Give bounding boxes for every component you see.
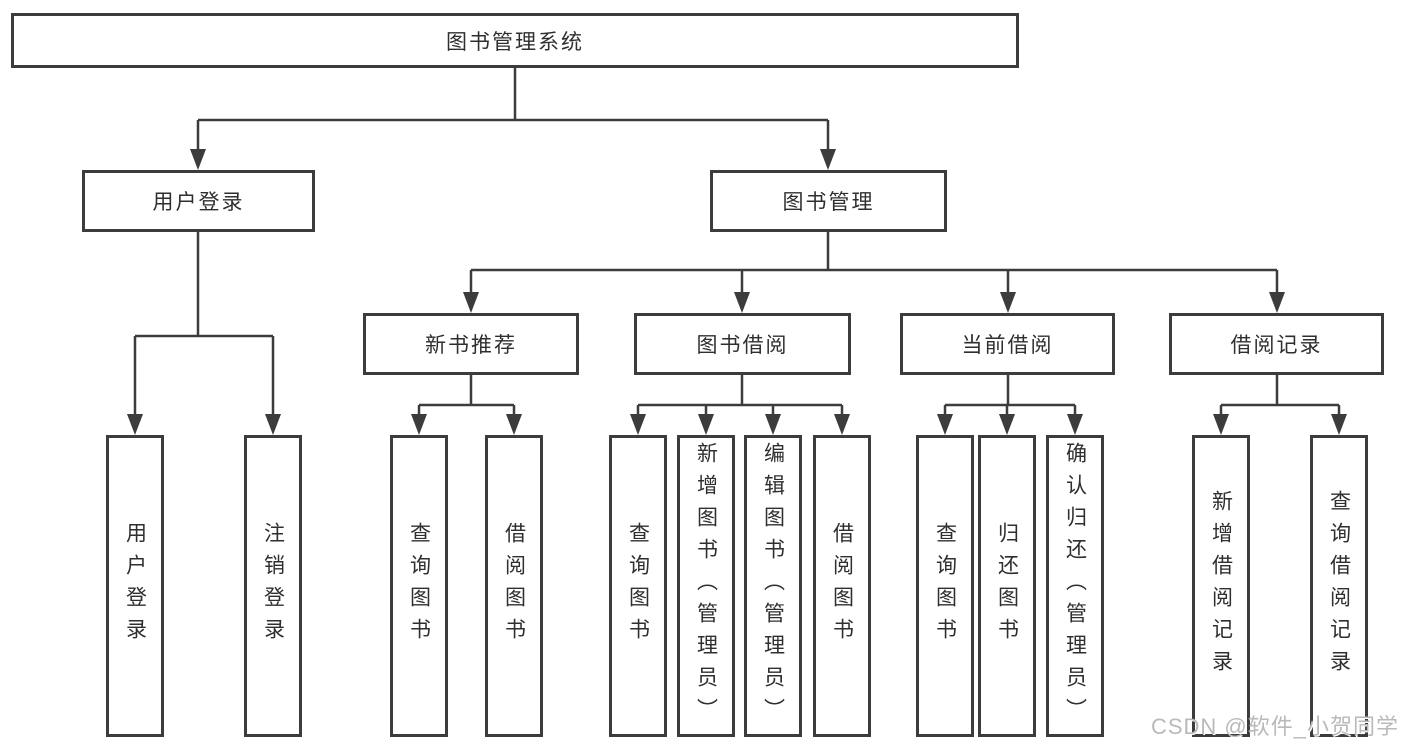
node-label: 新书推荐 [425,334,517,357]
node-leaf-borrow-books-2: 借阅图书 [813,435,871,737]
node-user-login: 用户登录 [82,170,315,232]
node-label: 查询图书 [933,522,957,650]
node-label: 图书管理 [782,191,875,214]
node-label: 查询借阅记录 [1327,490,1351,682]
node-label: 注销登录 [261,522,285,650]
node-label: 用户登录 [152,191,245,214]
node-label: 查询图书 [407,522,431,650]
node-label: 当前借阅 [961,334,1054,357]
node-label: 归还图书 [995,522,1019,650]
csdn-watermark: CSDN @软件_小贺同学 [1150,714,1399,739]
node-label: 新增图书（管理员） [694,442,718,730]
node-leaf-query-borrow-record: 查询借阅记录 [1310,435,1368,737]
node-leaf-add-books-admin: 新增图书（管理员） [677,435,735,737]
node-leaf-query-books-1: 查询图书 [390,435,448,737]
node-label: 编辑图书（管理员） [761,442,785,730]
node-label: 借阅图书 [502,522,526,650]
node-label: 查询图书 [626,522,650,650]
node-label: 图书管理系统 [446,30,584,54]
node-leaf-add-borrow-record: 新增借阅记录 [1192,435,1250,737]
node-leaf-query-books-2: 查询图书 [609,435,667,737]
node-leaf-user-login: 用户登录 [106,435,164,737]
node-library-management-system: 图书管理系统 [11,13,1019,68]
node-book-management: 图书管理 [710,170,947,232]
node-current-borrowing: 当前借阅 [900,313,1115,375]
node-leaf-return-books: 归还图书 [978,435,1036,737]
node-leaf-query-books-3: 查询图书 [916,435,974,737]
node-label: 确认归还（管理员） [1063,442,1087,730]
node-label: 新增借阅记录 [1209,490,1233,682]
node-leaf-confirm-return-admin: 确认归还（管理员） [1046,435,1104,737]
node-leaf-logout: 注销登录 [244,435,302,737]
node-leaf-borrow-books-1: 借阅图书 [485,435,543,737]
node-leaf-edit-books-admin: 编辑图书（管理员） [744,435,802,737]
node-label: 借阅记录 [1230,334,1323,357]
node-label: 用户登录 [123,522,147,650]
node-new-book-recommendation: 新书推荐 [363,313,579,375]
node-label: 借阅图书 [830,522,854,650]
node-borrowing-records: 借阅记录 [1169,313,1384,375]
node-book-borrowing: 图书借阅 [634,313,851,375]
node-label: 图书借阅 [696,334,789,357]
